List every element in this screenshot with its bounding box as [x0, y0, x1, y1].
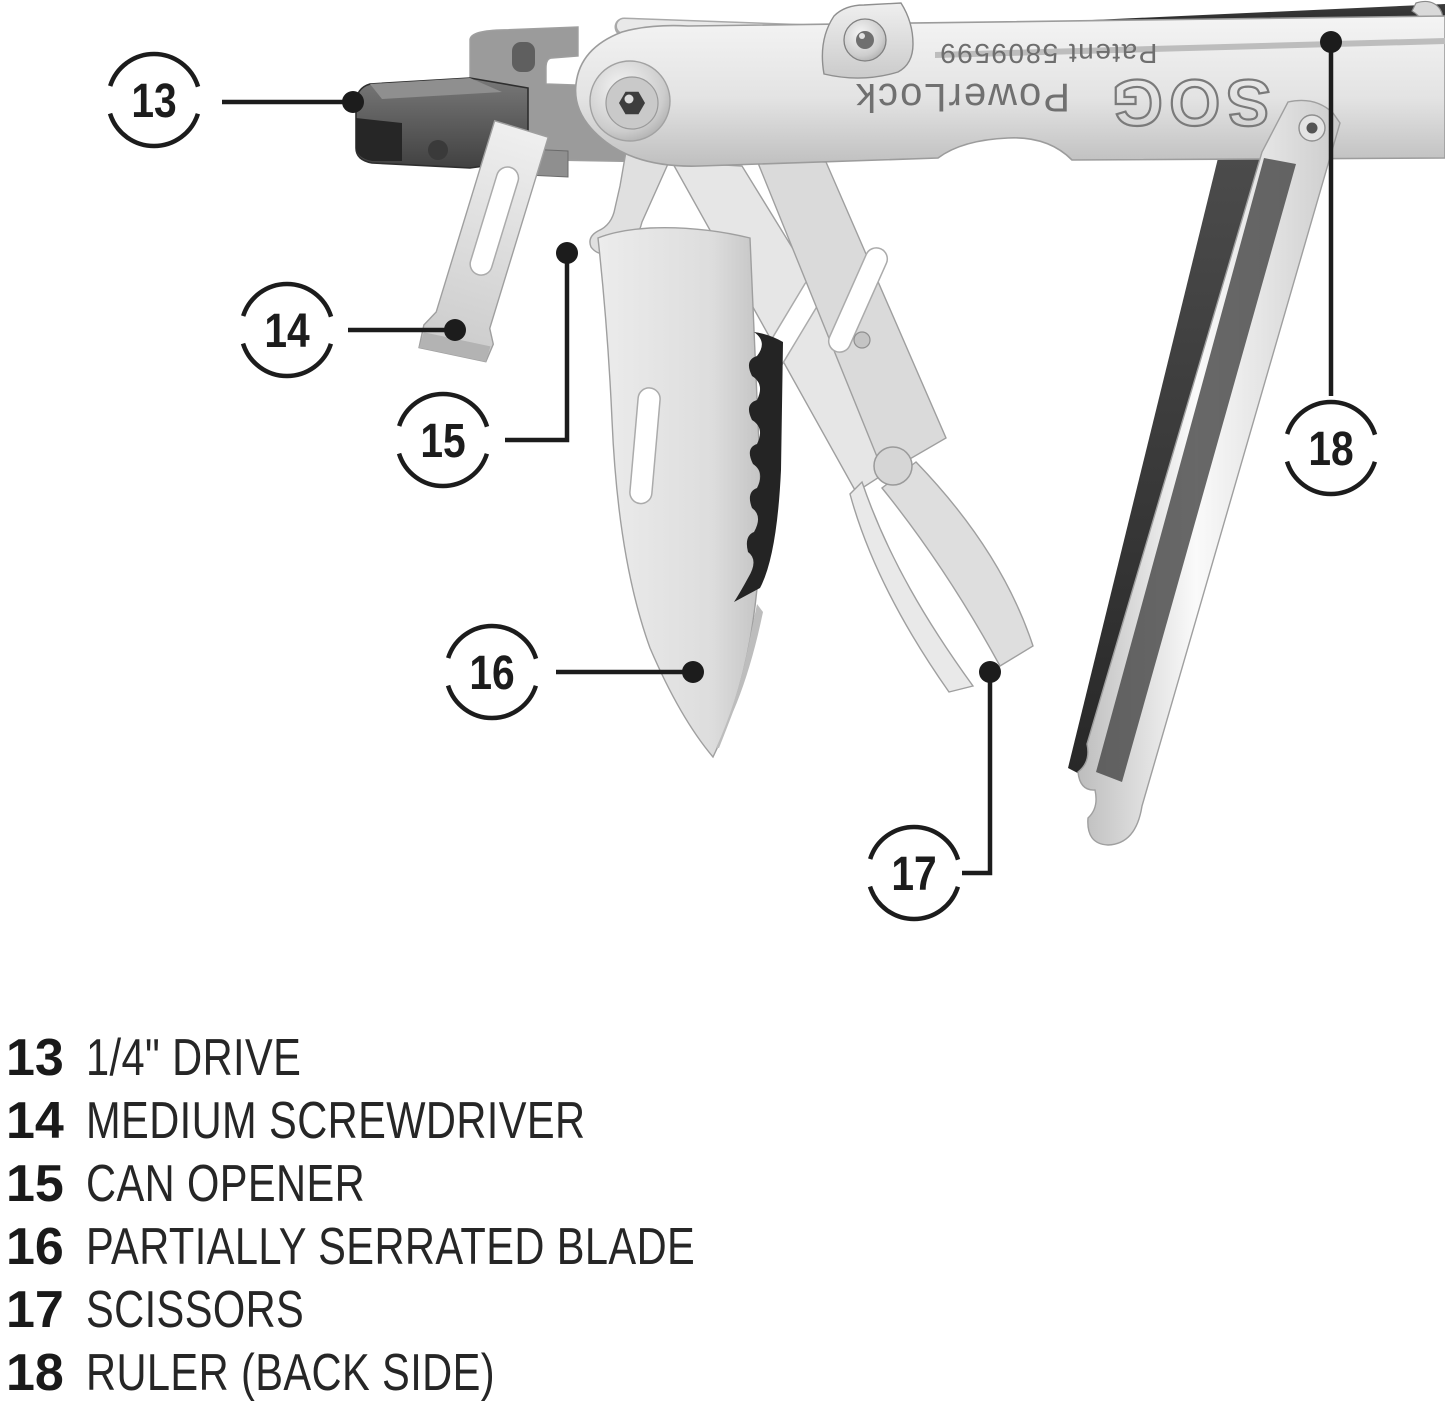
scissors-arm-2-slot	[827, 247, 889, 353]
legend-label: PARTIALLY SERRATED BLADE	[86, 1218, 696, 1276]
scissors-pivot-boss	[873, 446, 913, 486]
callout-17-circle	[865, 824, 963, 922]
legend-number: 14	[6, 1092, 64, 1150]
callout-16-circle	[443, 623, 541, 721]
scissors-right-blade	[881, 461, 1034, 667]
engraving-brand-logo: SOG	[1106, 66, 1271, 140]
legend-number: 18	[6, 1344, 64, 1402]
legend-number: 17	[6, 1281, 64, 1339]
callout-13: 13	[105, 51, 364, 149]
engraving-model-text: PowerLock	[854, 75, 1070, 119]
callout-13-number: 13	[131, 75, 176, 128]
callout-18-number: 18	[1308, 423, 1353, 476]
callout-14-circle	[238, 281, 336, 379]
medium-screwdriver	[418, 119, 550, 363]
legend-number: 16	[6, 1218, 64, 1276]
screwdriver-tip-shade	[419, 332, 491, 362]
ruler-pivot-hole	[1306, 122, 1318, 134]
legend-label: MEDIUM SCREWDRIVER	[86, 1092, 586, 1150]
legend-label: 1/4" DRIVE	[86, 1029, 302, 1087]
callout-13-leader-dot	[342, 91, 364, 113]
callout-15: 15	[394, 242, 578, 489]
hex-socket-glint	[624, 94, 634, 104]
callout-18: 18	[1282, 31, 1380, 497]
callout-17: 17	[865, 661, 1001, 922]
blade-edge-bevel	[716, 604, 763, 748]
legend-label: SCISSORS	[86, 1281, 305, 1339]
legend-item-17: 17 SCISSORS	[6, 1279, 847, 1342]
partially-serrated-blade	[597, 227, 762, 759]
scissors-spring-pin	[853, 331, 871, 349]
callout-16: 16	[443, 623, 704, 721]
callout-18-leader-dot	[1320, 31, 1342, 53]
legend-item-13: 13 1/4" DRIVE	[6, 1027, 847, 1090]
callout-14: 14	[238, 281, 466, 379]
callout-14-number: 14	[264, 305, 310, 358]
callout-17-number: 17	[891, 848, 936, 901]
tool-handle	[574, 15, 1445, 167]
legend: 13 1/4" DRIVE 14 MEDIUM SCREWDRIVER 15 C…	[6, 1027, 847, 1405]
callout-15-leader-line	[505, 253, 570, 443]
plate-notch	[512, 42, 535, 72]
handle-top-shadow	[935, 38, 1445, 58]
callout-18-circle	[1282, 399, 1380, 497]
callout-17-leader-dot	[979, 661, 1001, 683]
callout-17-leader-line	[962, 672, 993, 876]
pivot-hex-screw	[589, 60, 671, 142]
drive-detent	[428, 140, 448, 160]
callout-14-leader-dot	[444, 319, 466, 341]
legend-item-18: 18 RULER (BACK SIDE)	[6, 1342, 847, 1405]
legend-label: RULER (BACK SIDE)	[86, 1344, 496, 1402]
callout-16-number: 16	[469, 647, 514, 700]
clip-screw-core	[856, 31, 874, 49]
clip-screw-glint	[859, 33, 865, 39]
callout-15-leader-dot	[556, 242, 578, 264]
legend-item-16: 16 PARTIALLY SERRATED BLADE	[6, 1216, 847, 1279]
legend-number: 13	[6, 1029, 64, 1087]
callout-15-circle	[394, 391, 492, 489]
pocket-clip-mount	[821, 2, 914, 79]
screwdriver-slot	[469, 166, 520, 276]
callout-15-number: 15	[420, 415, 465, 468]
drive-top-bevel	[370, 78, 502, 99]
drive-front-shade	[356, 118, 402, 161]
scissors-left-blade	[849, 480, 975, 693]
blade-serrations	[734, 332, 783, 602]
callout-16-leader-dot	[682, 661, 704, 683]
legend-label: CAN OPENER	[86, 1155, 366, 1213]
legend-item-14: 14 MEDIUM SCREWDRIVER	[6, 1090, 847, 1153]
legend-item-15: 15 CAN OPENER	[6, 1153, 847, 1216]
ruler-arm-shading	[1096, 158, 1296, 782]
engraving-patent-text: Patent 5809599	[939, 38, 1158, 69]
callout-13-circle	[105, 51, 203, 149]
blade-nail-slot	[629, 387, 661, 505]
ruler-back-side	[1077, 99, 1341, 846]
legend-number: 15	[6, 1155, 64, 1213]
